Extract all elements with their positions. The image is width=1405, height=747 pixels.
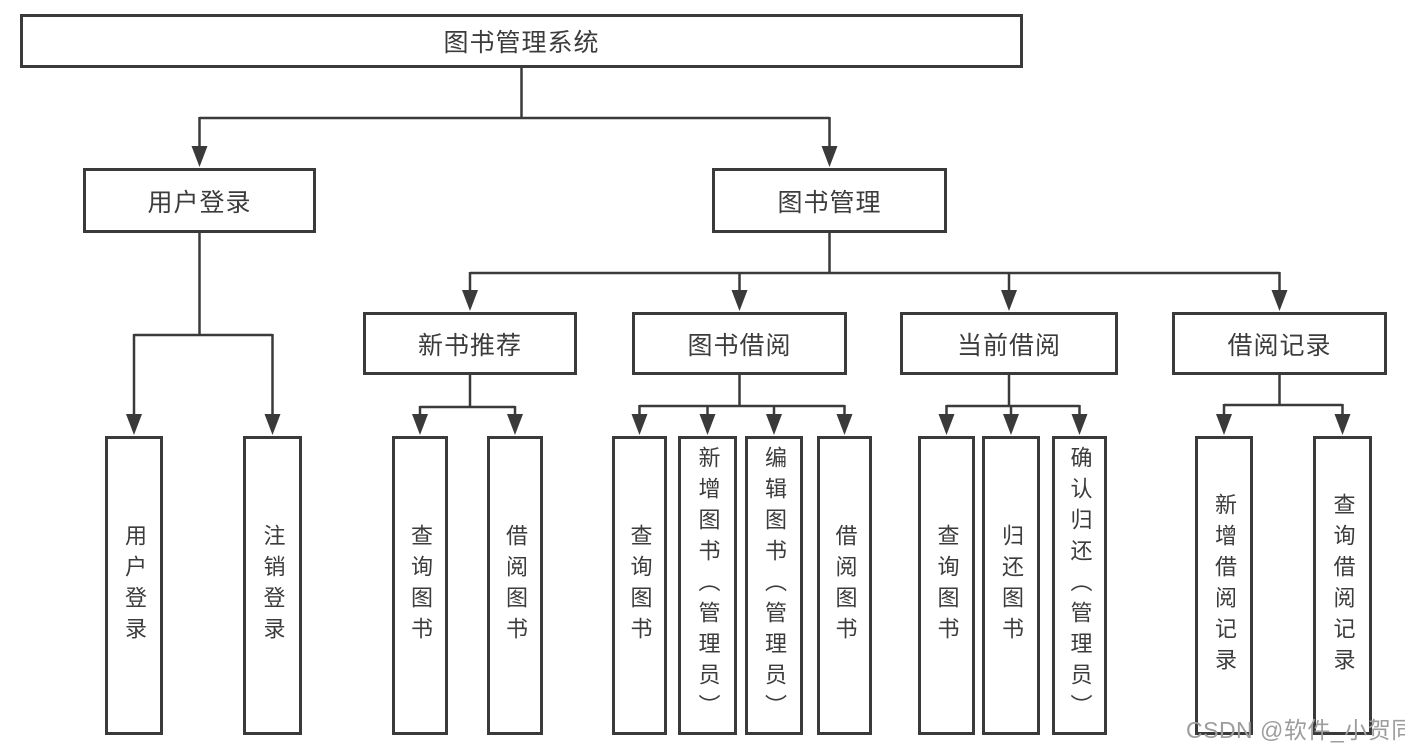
node-label: 查询图书	[627, 523, 653, 648]
node-leaf-nb-query-books: 查询图书	[392, 436, 448, 735]
node-label: 归还图书	[999, 523, 1024, 648]
node-leaf-bb-add-books: 新增图书（管理员）	[678, 436, 737, 735]
node-leaf-cb-confirm-return: 确认归还（管理员）	[1052, 436, 1107, 735]
node-label: 用户登录	[122, 523, 147, 648]
node-label: 图书管理系统	[443, 29, 600, 57]
arrowheads	[126, 146, 1351, 435]
node-root-system: 图书管理系统	[20, 14, 1023, 68]
node-leaf-br-query-record: 查询借阅记录	[1313, 436, 1372, 735]
node-label: 注销登录	[260, 523, 286, 648]
node-leaf-bb-borrow-books: 借阅图书	[817, 436, 872, 735]
node-leaf-bb-query-books: 查询图书	[612, 436, 667, 735]
node-label: 新增借阅记录	[1212, 492, 1237, 679]
node-label: 当前借阅	[956, 331, 1061, 360]
node-book-borrowing: 图书借阅	[632, 312, 847, 375]
node-label: 新增图书（管理员）	[695, 446, 721, 725]
node-label: 查询图书	[408, 523, 433, 648]
node-leaf-logout: 注销登录	[243, 436, 302, 735]
node-label: 查询图书	[934, 523, 960, 648]
node-leaf-user-login: 用户登录	[105, 436, 163, 735]
node-leaf-bb-edit-books: 编辑图书（管理员）	[745, 436, 803, 735]
node-leaf-cb-return-books: 归还图书	[982, 436, 1040, 735]
node-label: 编辑图书（管理员）	[762, 446, 787, 725]
node-label: 借阅图书	[832, 523, 858, 648]
node-leaf-br-add-record: 新增借阅记录	[1195, 436, 1253, 735]
node-label: 查询借阅记录	[1330, 492, 1356, 679]
csdn-watermark: CSDN @软件_小贺同学	[1186, 717, 1405, 743]
node-label: 确认归还（管理员）	[1067, 446, 1093, 725]
node-leaf-cb-query-books: 查询图书	[918, 436, 975, 735]
node-leaf-nb-borrow-books: 借阅图书	[487, 436, 543, 735]
node-label: 图书借阅	[687, 331, 792, 360]
node-label: 借阅记录	[1227, 331, 1332, 360]
node-borrowing-records: 借阅记录	[1172, 312, 1387, 375]
node-label: 新书推荐	[417, 331, 522, 360]
node-user-login: 用户登录	[83, 168, 316, 233]
node-book-management: 图书管理	[712, 168, 947, 233]
node-current-borrowing: 当前借阅	[900, 312, 1118, 375]
node-label: 图书管理	[777, 188, 882, 217]
node-label: 借阅图书	[503, 523, 528, 648]
node-new-book-recommend: 新书推荐	[363, 312, 577, 375]
node-label: 用户登录	[147, 188, 252, 217]
